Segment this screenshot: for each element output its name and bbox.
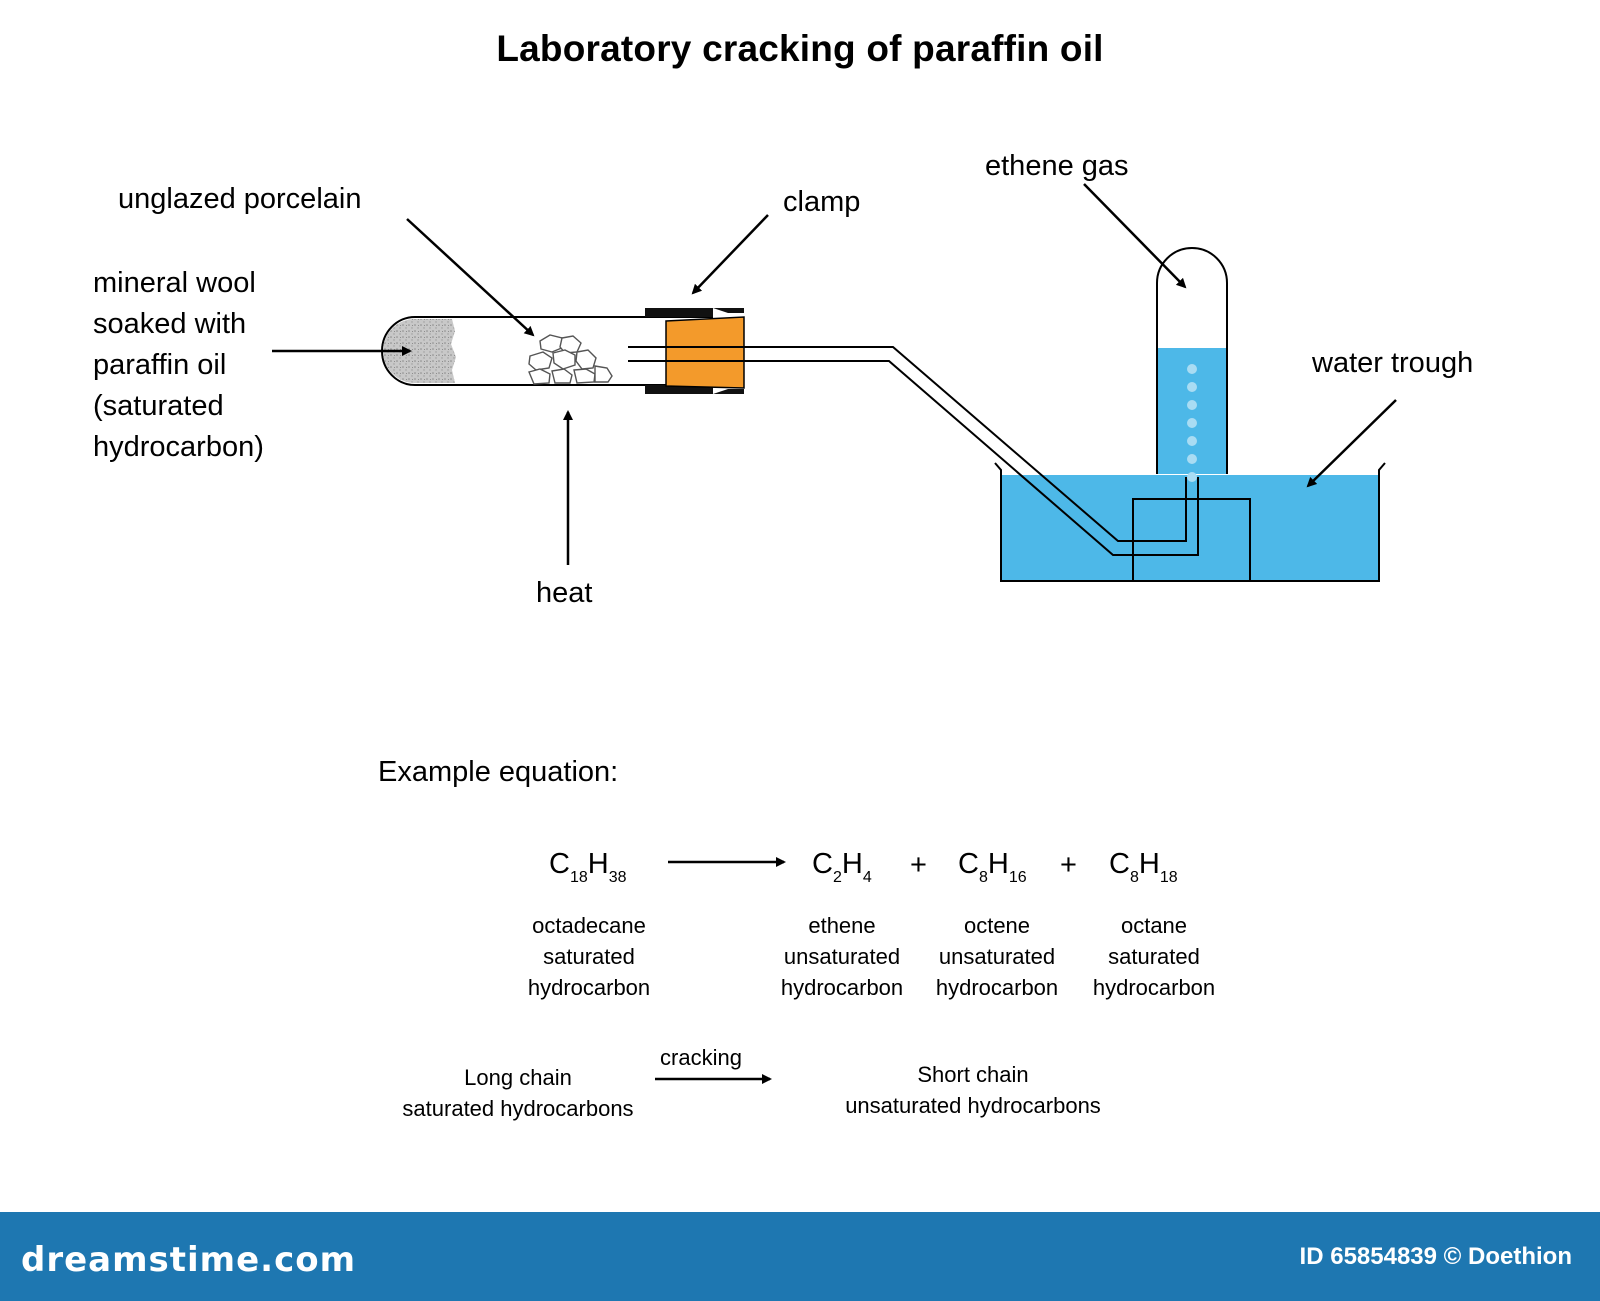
water-trough [994, 462, 1386, 582]
boiling-tube [381, 316, 713, 386]
label-clamp: clamp [783, 186, 861, 218]
apparatus-diagram [272, 183, 1397, 1084]
gas-jar [1156, 247, 1228, 482]
plus-sign: + [1060, 849, 1077, 881]
image-credit: ID 65854839 © Doethion [1299, 1243, 1572, 1270]
desc-ethene: ethene unsaturated hydrocarbon [780, 913, 904, 1000]
summary-long-chain: Long chain saturated hydrocarbons [402, 1065, 634, 1121]
desc-octane: octane saturated hydrocarbon [1092, 913, 1216, 1000]
label-heat: heat [536, 577, 593, 609]
formula-octene: C8H16 [958, 848, 1027, 886]
label-unglazed-porcelain: unglazed porcelain [118, 183, 362, 215]
formula-octadecane: C18H38 [549, 848, 627, 886]
arrow-clamp [691, 214, 769, 295]
footer-bar [0, 1212, 1600, 1301]
arrow-porcelain [406, 218, 535, 337]
porcelain-chips [528, 334, 613, 385]
page-title: Laboratory cracking of paraffin oil [496, 28, 1104, 69]
formula-ethene: C2H4 [812, 848, 872, 886]
summary-cracking-label: cracking [660, 1045, 742, 1070]
plus-sign: + [910, 849, 927, 881]
label-arrows [272, 183, 1397, 1084]
desc-octadecane: octadecane saturated hydrocarbon [527, 913, 651, 1000]
equation-heading: Example equation: [378, 756, 619, 788]
tube-through-bung [628, 346, 744, 362]
delivery-tube [628, 346, 1199, 556]
summary-short-chain: Short chain unsaturated hydrocarbons [845, 1062, 1101, 1118]
mineral-wool [383, 319, 456, 383]
rubber-bung [665, 316, 745, 389]
clamp [645, 308, 744, 394]
label-mineral-wool: mineral wool soaked with paraffin oil (s… [93, 267, 264, 463]
desc-octene: octene unsaturated hydrocarbon [935, 913, 1059, 1000]
label-ethene-gas: ethene gas [985, 150, 1129, 182]
brand-logo: dreamstime.com [21, 1240, 357, 1280]
label-water-trough: water trough [1312, 347, 1474, 379]
arrow-ethene-gas [1083, 183, 1187, 289]
gas-bubbles [1187, 364, 1197, 482]
arrow-water-trough [1306, 399, 1397, 488]
formula-octane: C8H18 [1109, 848, 1178, 886]
